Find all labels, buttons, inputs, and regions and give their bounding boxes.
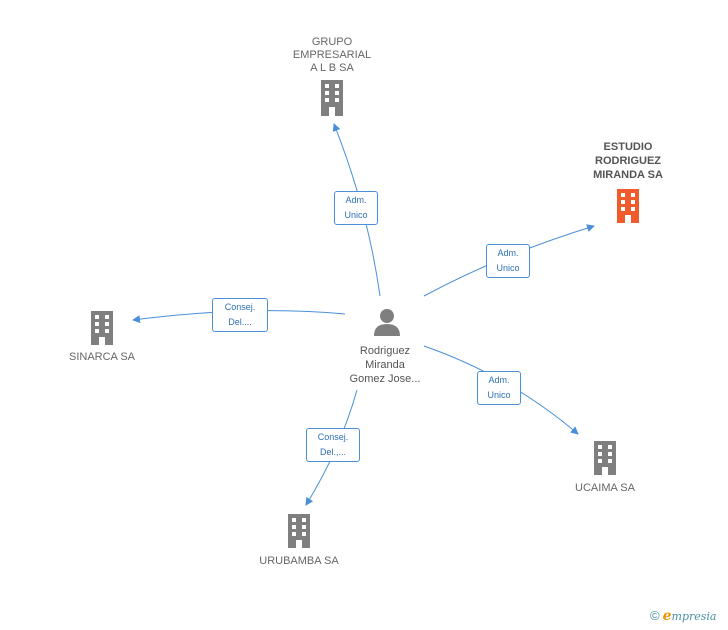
company-name-line: UCAIMA SA: [575, 482, 635, 494]
relation-line: Consej.: [317, 432, 349, 442]
company-node-sinarca[interactable]: SINARCA SA: [52, 311, 152, 364]
company-name-line: GRUPO: [311, 36, 353, 48]
brand-name: mpresia: [671, 610, 717, 623]
relation-label-urubamba[interactable]: Consej. Del.,...: [306, 428, 360, 462]
building-icon: [288, 514, 310, 548]
building-icon: [91, 311, 113, 345]
company-name-line: RODRIGUEZ: [595, 155, 661, 167]
person-name-line: Rodriguez: [359, 345, 411, 357]
company-node-ucaima[interactable]: UCAIMA SA: [555, 441, 655, 495]
relation-line: Adm.: [345, 195, 367, 205]
person-icon[interactable]: [372, 307, 402, 337]
relation-line: Adm.: [497, 248, 519, 258]
brand-footer[interactable]: ©empresia: [650, 608, 716, 624]
relation-label-estudio[interactable]: Adm. Unico: [486, 244, 530, 278]
company-name-line: A L B SA: [310, 62, 354, 74]
company-name-line: EMPRESARIAL: [292, 49, 372, 61]
company-name-line: URUBAMBA SA: [259, 555, 339, 567]
relation-label-grupo[interactable]: Adm. Unico: [334, 191, 378, 225]
person-name-line: Gomez Jose...: [349, 373, 421, 385]
building-icon: [617, 189, 639, 223]
company-name-line: MIRANDA SA: [593, 169, 663, 181]
building-icon: [594, 441, 616, 475]
brand-initial: e: [662, 608, 672, 624]
company-name-line: ESTUDIO: [603, 141, 653, 153]
relation-line: Del....: [228, 317, 252, 327]
copyright-symbol: ©: [650, 608, 660, 623]
company-name-line: SINARCA SA: [68, 351, 136, 363]
relation-line: Unico: [496, 263, 520, 273]
relation-line: Adm.: [488, 375, 510, 385]
company-node-grupo[interactable]: GRUPO EMPRESARIAL A L B SA: [282, 36, 382, 116]
person-name[interactable]: Rodriguez Miranda Gomez Jose...: [335, 344, 435, 386]
relation-line: Consej.: [224, 302, 256, 312]
company-node-estudio[interactable]: ESTUDIO RODRIGUEZ MIRANDA SA: [578, 140, 678, 223]
relation-label-ucaima[interactable]: Adm. Unico: [477, 371, 521, 405]
person-name-line: Miranda: [365, 359, 405, 371]
company-node-urubamba[interactable]: URUBAMBA SA: [249, 514, 349, 568]
relation-line: Unico: [344, 210, 368, 220]
building-icon: [321, 80, 343, 116]
relation-label-sinarca[interactable]: Consej. Del....: [212, 298, 268, 332]
relation-line: Unico: [487, 390, 511, 400]
relation-line: Del.,...: [319, 447, 346, 457]
